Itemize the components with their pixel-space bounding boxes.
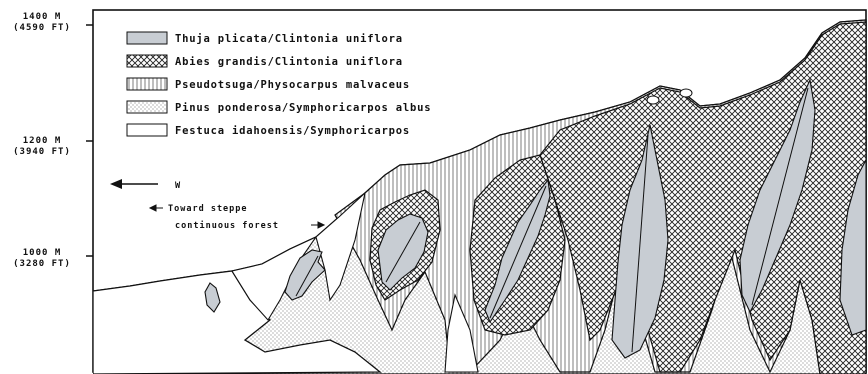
legend-swatch-thuja (127, 32, 167, 44)
legend-swatch-festuca (127, 124, 167, 136)
legend-swatches (127, 32, 167, 136)
legend-label-abies: Abies grandis/Clintonia uniflora (175, 56, 403, 68)
legend-label-pinus: Pinus ponderosa/Symphoricarpos albus (175, 102, 431, 114)
west-arrow (110, 179, 158, 189)
legend-swatch-abies (127, 55, 167, 67)
toward-steppe-label: Toward steppe (168, 204, 248, 214)
direction-label: W (175, 181, 181, 191)
legend-label-thuja: Thuja plicata/Clintonia uniflora (175, 33, 403, 45)
legend-swatch-pinus (127, 101, 167, 113)
elevation-ticks (86, 25, 93, 256)
legend-label-pseudotsuga: Pseudotsuga/Physocarpus malvaceus (175, 79, 410, 91)
legend-swatch-pseudotsuga (127, 78, 167, 90)
zone-abies-grandis (540, 22, 866, 374)
continuous-forest-label: continuous forest (175, 220, 279, 231)
legend-label-festuca: Festuca idahoensis/Symphoricarpos (175, 125, 410, 137)
